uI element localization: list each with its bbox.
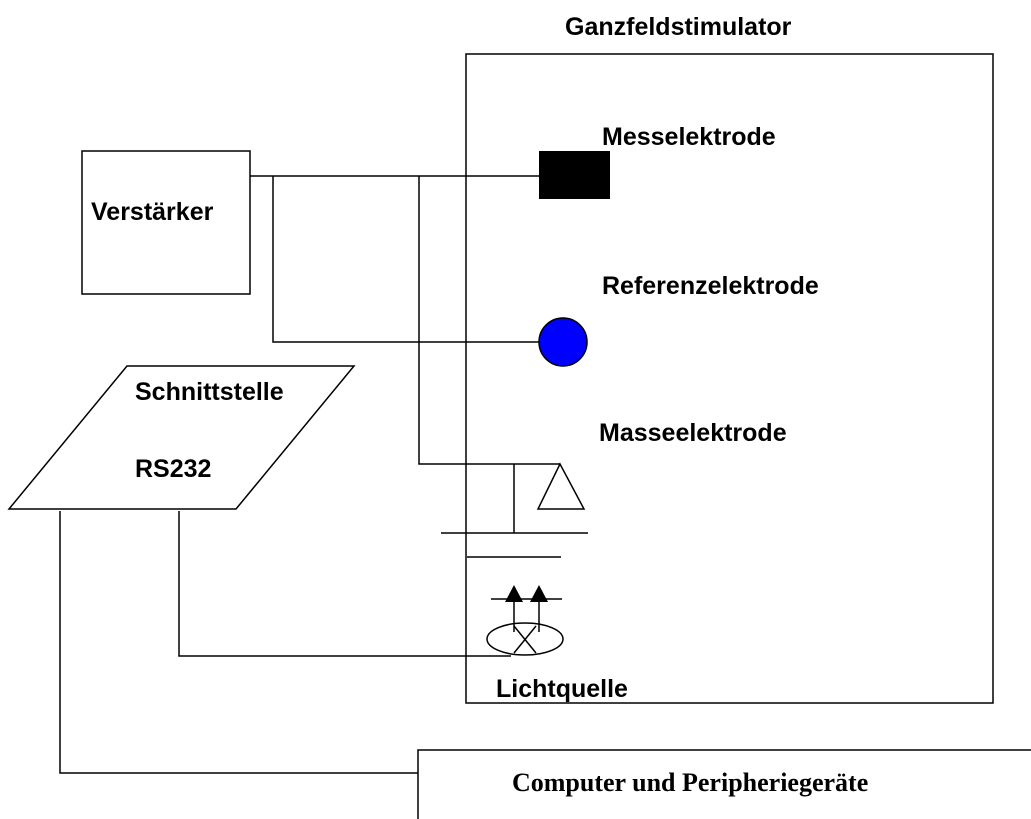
computer-box [417,749,1031,819]
interface-box [7,365,356,510]
ground-electrode-triangle [536,462,586,510]
interface-label-line2: RS232 [135,455,211,483]
measuring-electrode [539,151,610,199]
lamp-cross-2 [513,625,537,654]
wire-amp-to-ground [418,176,560,465]
wire-interface-to-computer [59,511,418,774]
amplifier-label: Verstärker [91,198,214,226]
stimulator-title: Ganzfeldstimulator [565,13,792,41]
wire-interface-to-light [178,511,511,657]
light-arrow-right-icon [530,585,548,602]
light-source-label: Lichtquelle [496,675,628,703]
wire-amp-to-reference [272,176,540,343]
interface-label-line1: Schnittstelle [135,378,284,406]
reference-electrode [538,317,588,367]
measuring-electrode-label: Messelektrode [602,123,776,151]
computer-label: Computer und Peripheriegeräte [512,768,868,797]
ground-electrode-label: Masseelektrode [599,419,787,447]
stimulator-box [465,53,994,704]
reference-electrode-label: Referenzelektrode [602,272,819,300]
lamp-icon [486,622,564,656]
amplifier-box [81,150,251,295]
light-arrow-left-icon [505,585,523,602]
